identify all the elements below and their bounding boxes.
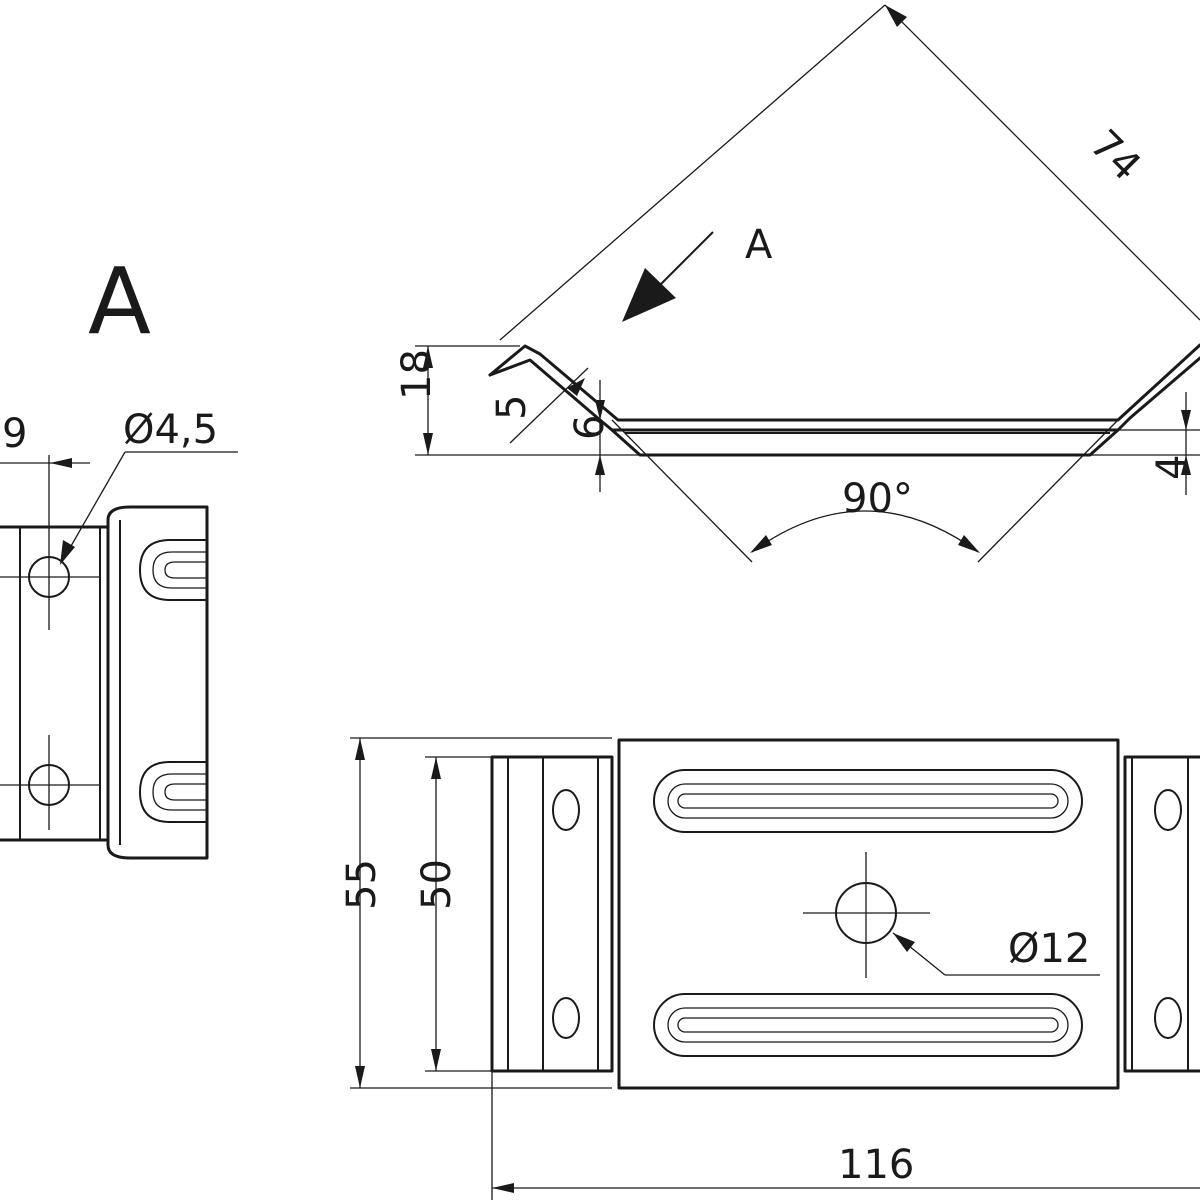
dim-6-arrow-top	[595, 400, 605, 420]
angle-text: 90°	[842, 476, 913, 522]
dim-50-text: 50	[414, 859, 460, 910]
hole-large-arrow	[893, 933, 915, 952]
dim-116-text: 116	[838, 1142, 914, 1188]
dim-4-arrow-bottom	[1181, 455, 1191, 475]
side-rib-top	[138, 539, 207, 601]
dim-74-ext-left	[499, 4, 886, 341]
plan-hole-left-bottom	[552, 997, 580, 1039]
dim-50-arrow-top	[431, 757, 441, 779]
dim-55-arrow-top	[355, 738, 365, 760]
angle-ext-left	[611, 419, 753, 563]
dim-5-arrow	[567, 378, 585, 396]
dim-4-text: 4	[1149, 455, 1195, 480]
side-plate-left	[0, 525, 110, 842]
plan-center-plate	[617, 738, 1120, 1090]
view-arrow-label: A	[745, 222, 773, 268]
plan-hole-left-top	[552, 789, 580, 831]
dim-55-arrow-bottom	[355, 1066, 365, 1088]
dim-18-arrow-top	[423, 346, 433, 368]
view-a-label: A	[88, 248, 151, 355]
dim-116-arrow	[492, 1183, 514, 1193]
dim-9-arrow	[50, 458, 72, 468]
dim-5-line	[509, 367, 589, 444]
hole-small-text: Ø4,5	[123, 407, 218, 453]
hole-small-leader	[62, 451, 126, 561]
side-rib-bottom	[138, 761, 207, 823]
angle-arc	[751, 510, 979, 553]
plan-flange-left	[490, 755, 614, 1073]
plan-hole-right-top	[1154, 789, 1182, 831]
dim-74-arrow	[885, 5, 907, 27]
side-view-a: A 9 Ø4,5	[0, 248, 238, 860]
dim-18-text: 18	[394, 349, 440, 400]
angle-ext-right	[977, 419, 1119, 563]
profile-outer	[488, 343, 1200, 422]
angle-arrow-right	[958, 535, 980, 553]
plan-rib-bottom-core	[677, 1017, 1059, 1033]
dim-9-text: 9	[2, 411, 27, 457]
side-rib-bottom-inner	[152, 773, 207, 811]
plan-rib-bottom	[653, 993, 1083, 1057]
side-flange	[106, 505, 209, 860]
dim-6-text: 6	[567, 415, 613, 440]
plan-rib-top	[653, 769, 1083, 833]
dim-6-arrow-bottom	[595, 455, 605, 475]
dim-74-line	[884, 4, 1200, 321]
section-view: 74 A 18 5 6 4 90°	[394, 4, 1200, 563]
dim-5-text: 5	[489, 395, 535, 420]
plan-view: Ø12 55 50 116	[339, 737, 1200, 1200]
dim-4-arrow-top	[1181, 410, 1191, 430]
view-arrow-shaft	[659, 231, 714, 286]
plan-rib-top-core	[677, 793, 1059, 809]
dim-18-arrow-bottom	[423, 433, 433, 455]
plan-rib-top-inner	[667, 783, 1069, 819]
dim-50-arrow-bottom	[431, 1049, 441, 1071]
dim-74-text: 74	[1081, 121, 1150, 190]
plan-rib-bottom-inner	[667, 1007, 1069, 1043]
view-arrow-head	[622, 268, 676, 322]
hole-small-leader-arrow	[60, 540, 75, 565]
plan-hole-right-bottom	[1154, 997, 1182, 1039]
profile-bottom	[610, 428, 1120, 457]
angle-arrow-left	[750, 535, 772, 553]
hole-large-text: Ø12	[1008, 926, 1090, 972]
side-rib-top-inner	[152, 551, 207, 589]
dim-55-text: 55	[339, 859, 385, 910]
